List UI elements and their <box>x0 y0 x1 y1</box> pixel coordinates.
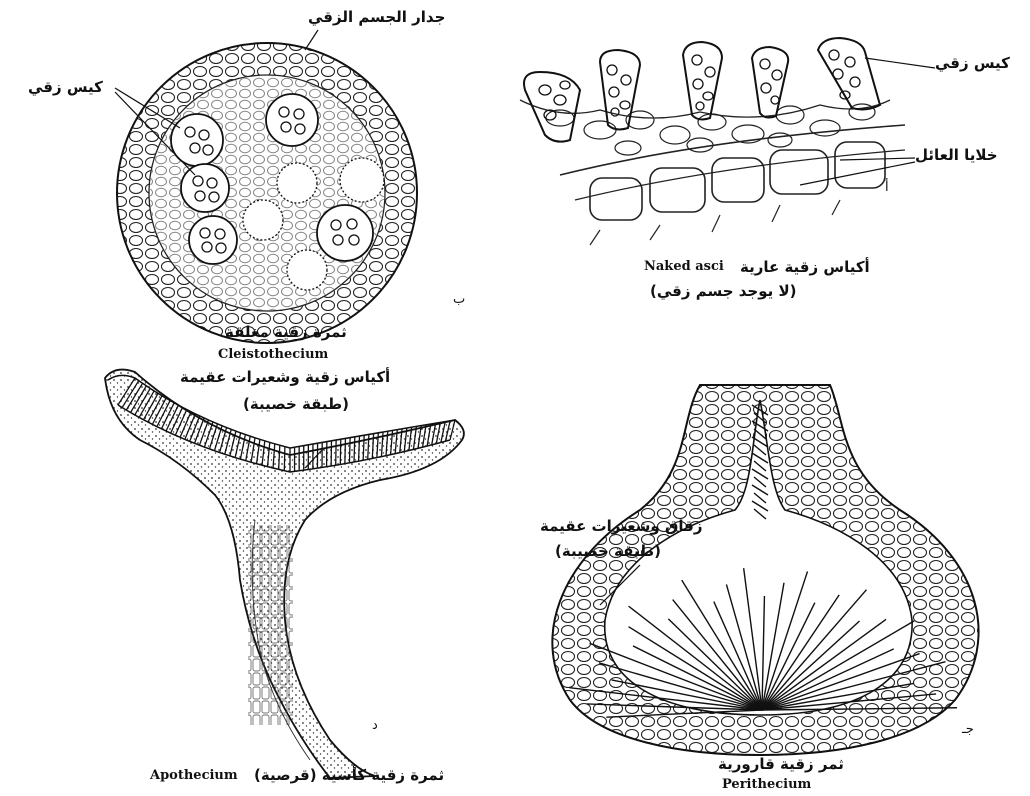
naked-asci-note: (لا يوجد جسم زقي) <box>650 282 797 300</box>
perithecium-drawing <box>552 385 978 755</box>
apothecium-letter: د <box>372 718 378 733</box>
perithecium-layer-label: زقاق وشعيرات عقيمة <box>540 517 702 535</box>
perithecium-caption-ar: ثمر زقية قارورية <box>718 755 844 773</box>
naked-asci-drawing <box>520 38 935 245</box>
perithecium-caption-en: Perithecium <box>722 777 811 792</box>
naked-ascus-label: كيس زقي <box>935 54 1010 72</box>
naked-asci-caption-ar: أكياس زقية عارية <box>740 258 870 276</box>
perithecium-letter: جـ <box>962 722 974 737</box>
host-cells-label: خلايا العائل <box>915 146 998 164</box>
apothecium-caption-en: Apothecium <box>150 768 238 783</box>
naked-asci-caption-en: Naked asci <box>644 259 724 274</box>
cleisto-caption-ar: ثمرة زقية مغلقة <box>225 323 347 341</box>
perithecium-layer-note: (طبقة خصيبة) <box>555 542 661 560</box>
naked-asci-letter: أ <box>885 180 889 195</box>
apothecium-drawing <box>105 370 464 778</box>
cleistothecium-drawing <box>115 30 417 343</box>
apothecium-layer-label: أكياس زقية وشعيرات عقيمة <box>180 368 390 386</box>
ascocarp-wall-label: جدار الجسم الزقي <box>308 8 445 26</box>
cleisto-ascus-label: كيس زقي <box>28 78 103 96</box>
cleisto-caption-en: Cleistothecium <box>218 347 328 362</box>
apothecium-layer-note: (طبقة خصيبة) <box>243 395 349 413</box>
cleisto-letter: ب <box>453 292 465 307</box>
apothecium-caption-ar: ثمرة زقية كأسية (قرصية) <box>254 766 444 784</box>
